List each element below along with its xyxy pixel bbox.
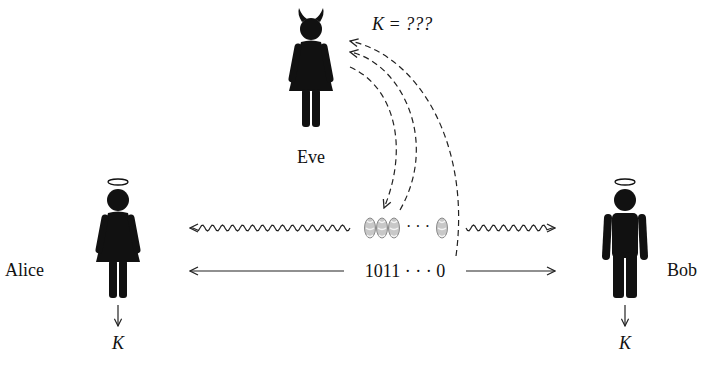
quantum-channel — [466, 225, 555, 231]
figure-holder — [281, 5, 341, 134]
bob-figure: Bob — [555, 170, 705, 302]
key-label: K — [112, 333, 124, 353]
quantum-channel — [190, 225, 350, 231]
classical-channel — [466, 270, 555, 271]
eavesdrop-path — [350, 67, 396, 208]
down-arrow — [117, 305, 118, 326]
eve-figure: Eve — [275, 5, 347, 170]
node-label: · · · — [405, 217, 431, 237]
key-label: K — [619, 333, 631, 353]
figure-holder — [88, 176, 148, 305]
figure-holder — [595, 176, 655, 305]
bit-string: 1011 · · · 0 — [350, 258, 460, 284]
person-icon — [595, 176, 655, 301]
alice-figure: Alice — [5, 170, 190, 302]
person-icon — [281, 5, 341, 130]
person-icon — [88, 176, 148, 301]
node-label: 1011 · · · 0 — [350, 261, 460, 281]
node-label: Eve — [275, 147, 347, 167]
node-label: Alice — [5, 260, 44, 280]
photon-source: · · · — [362, 212, 454, 244]
eavesdrop-path — [350, 52, 416, 210]
key-label: K = ??? — [372, 14, 432, 34]
down-arrow — [624, 305, 625, 326]
classical-channel — [190, 270, 344, 271]
eavesdrop-path — [350, 41, 459, 256]
node-label: Bob — [667, 260, 697, 280]
